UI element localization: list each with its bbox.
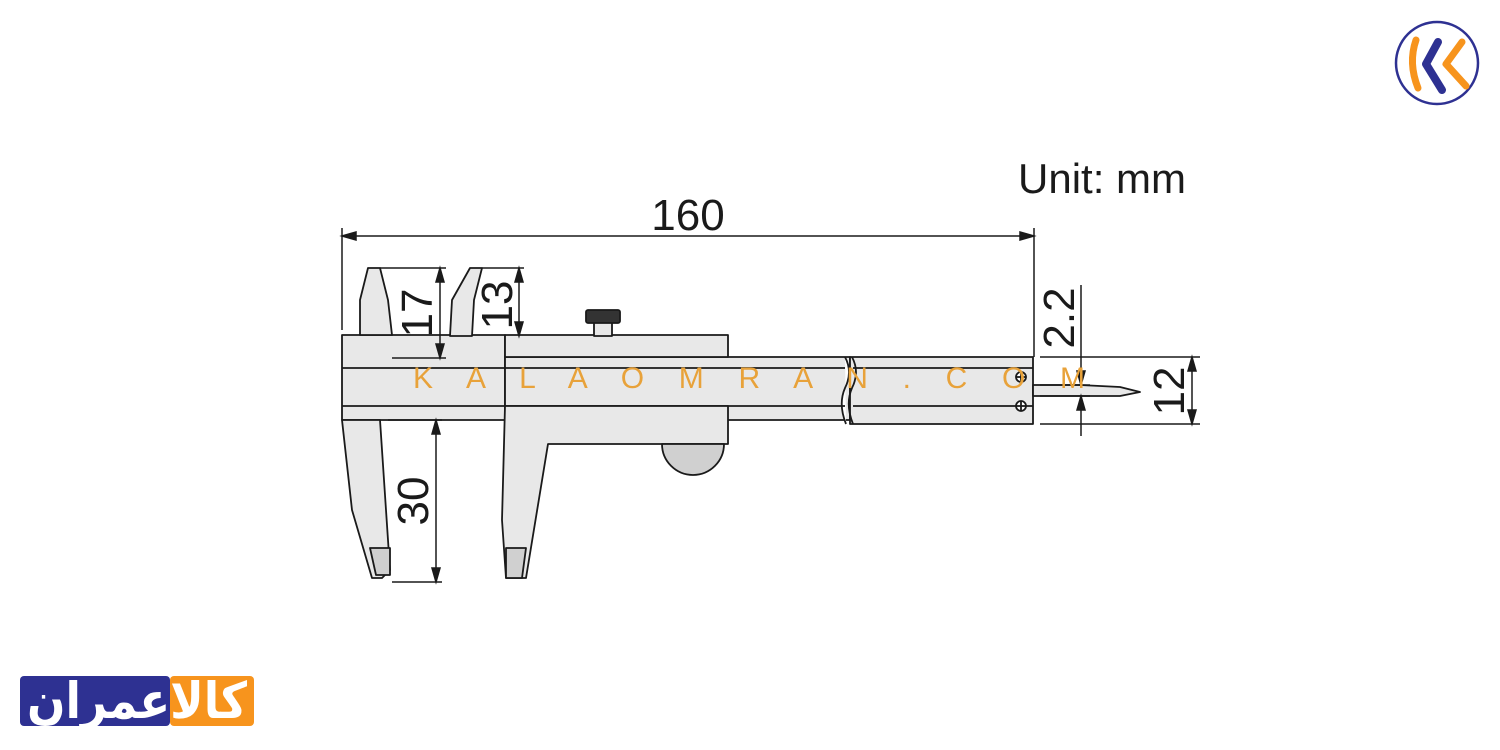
brand-text-fa: کالاعمران (27, 672, 248, 731)
dim-outside-jaw-depth: 30 (389, 477, 438, 526)
unit-label: Unit: mm (1018, 155, 1186, 202)
dim-inside-jaw-depth: 17 (393, 289, 442, 338)
brand-logo-mark (1394, 20, 1480, 106)
dimension-lines (339, 228, 1200, 585)
brand-logo-wordmark: کالاعمران (20, 672, 254, 731)
dim-beam-width: 12 (1145, 367, 1194, 416)
dim-overall-length: 160 (651, 191, 724, 240)
dim-depth-rod-width: 2.2 (1035, 287, 1084, 348)
caliper-body (341, 267, 1141, 579)
dim-step-depth: 13 (473, 281, 522, 330)
